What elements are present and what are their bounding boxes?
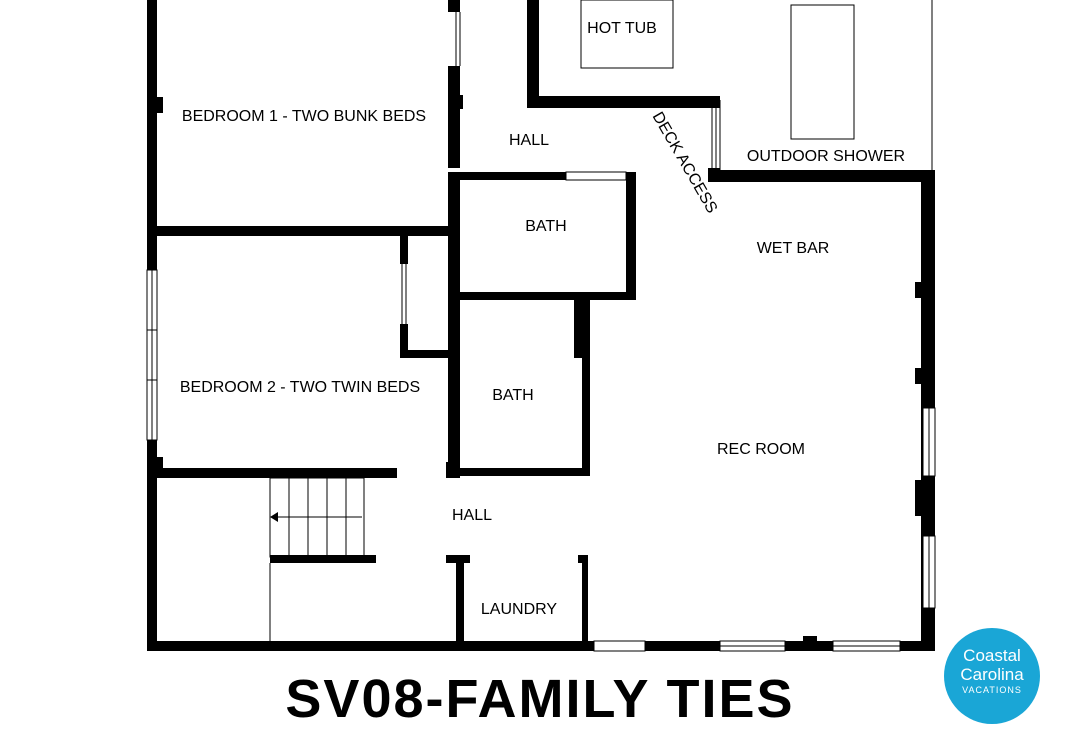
logo-line-2: Carolina [960, 665, 1024, 684]
label-deck-access: DECK ACCESS [649, 109, 721, 216]
logo-line-3: VACATIONS [962, 685, 1022, 695]
logo-line-1: Coastal [963, 646, 1021, 665]
company-logo: Coastal Carolina VACATIONS [944, 628, 1040, 724]
label-hall-lower: HALL [452, 507, 492, 524]
windows [146, 171, 936, 652]
label-bath-lower: BATH [492, 387, 533, 404]
label-wet-bar: WET BAR [757, 240, 830, 257]
label-hall-upper: HALL [509, 132, 549, 149]
label-bedroom1: BEDROOM 1 - TWO BUNK BEDS [182, 108, 426, 125]
thin-lines [269, 0, 933, 641]
label-hot-tub: HOT TUB [587, 20, 657, 37]
label-bedroom2: BEDROOM 2 - TWO TWIN BEDS [180, 379, 420, 396]
label-bath-upper: BATH [525, 218, 566, 235]
label-outdoor-shower: OUTDOOR SHOWER [747, 148, 905, 165]
floor-plan: BEDROOM 1 - TWO BUNK BEDS BEDROOM 2 - TW… [146, 0, 936, 652]
walls [147, 0, 935, 651]
label-rec-room: REC ROOM [717, 441, 805, 458]
plan-title: SV08-FAMILY TIES [285, 669, 795, 729]
label-laundry: LAUNDRY [481, 601, 558, 618]
room-labels: BEDROOM 1 - TWO BUNK BEDS BEDROOM 2 - TW… [180, 20, 905, 618]
